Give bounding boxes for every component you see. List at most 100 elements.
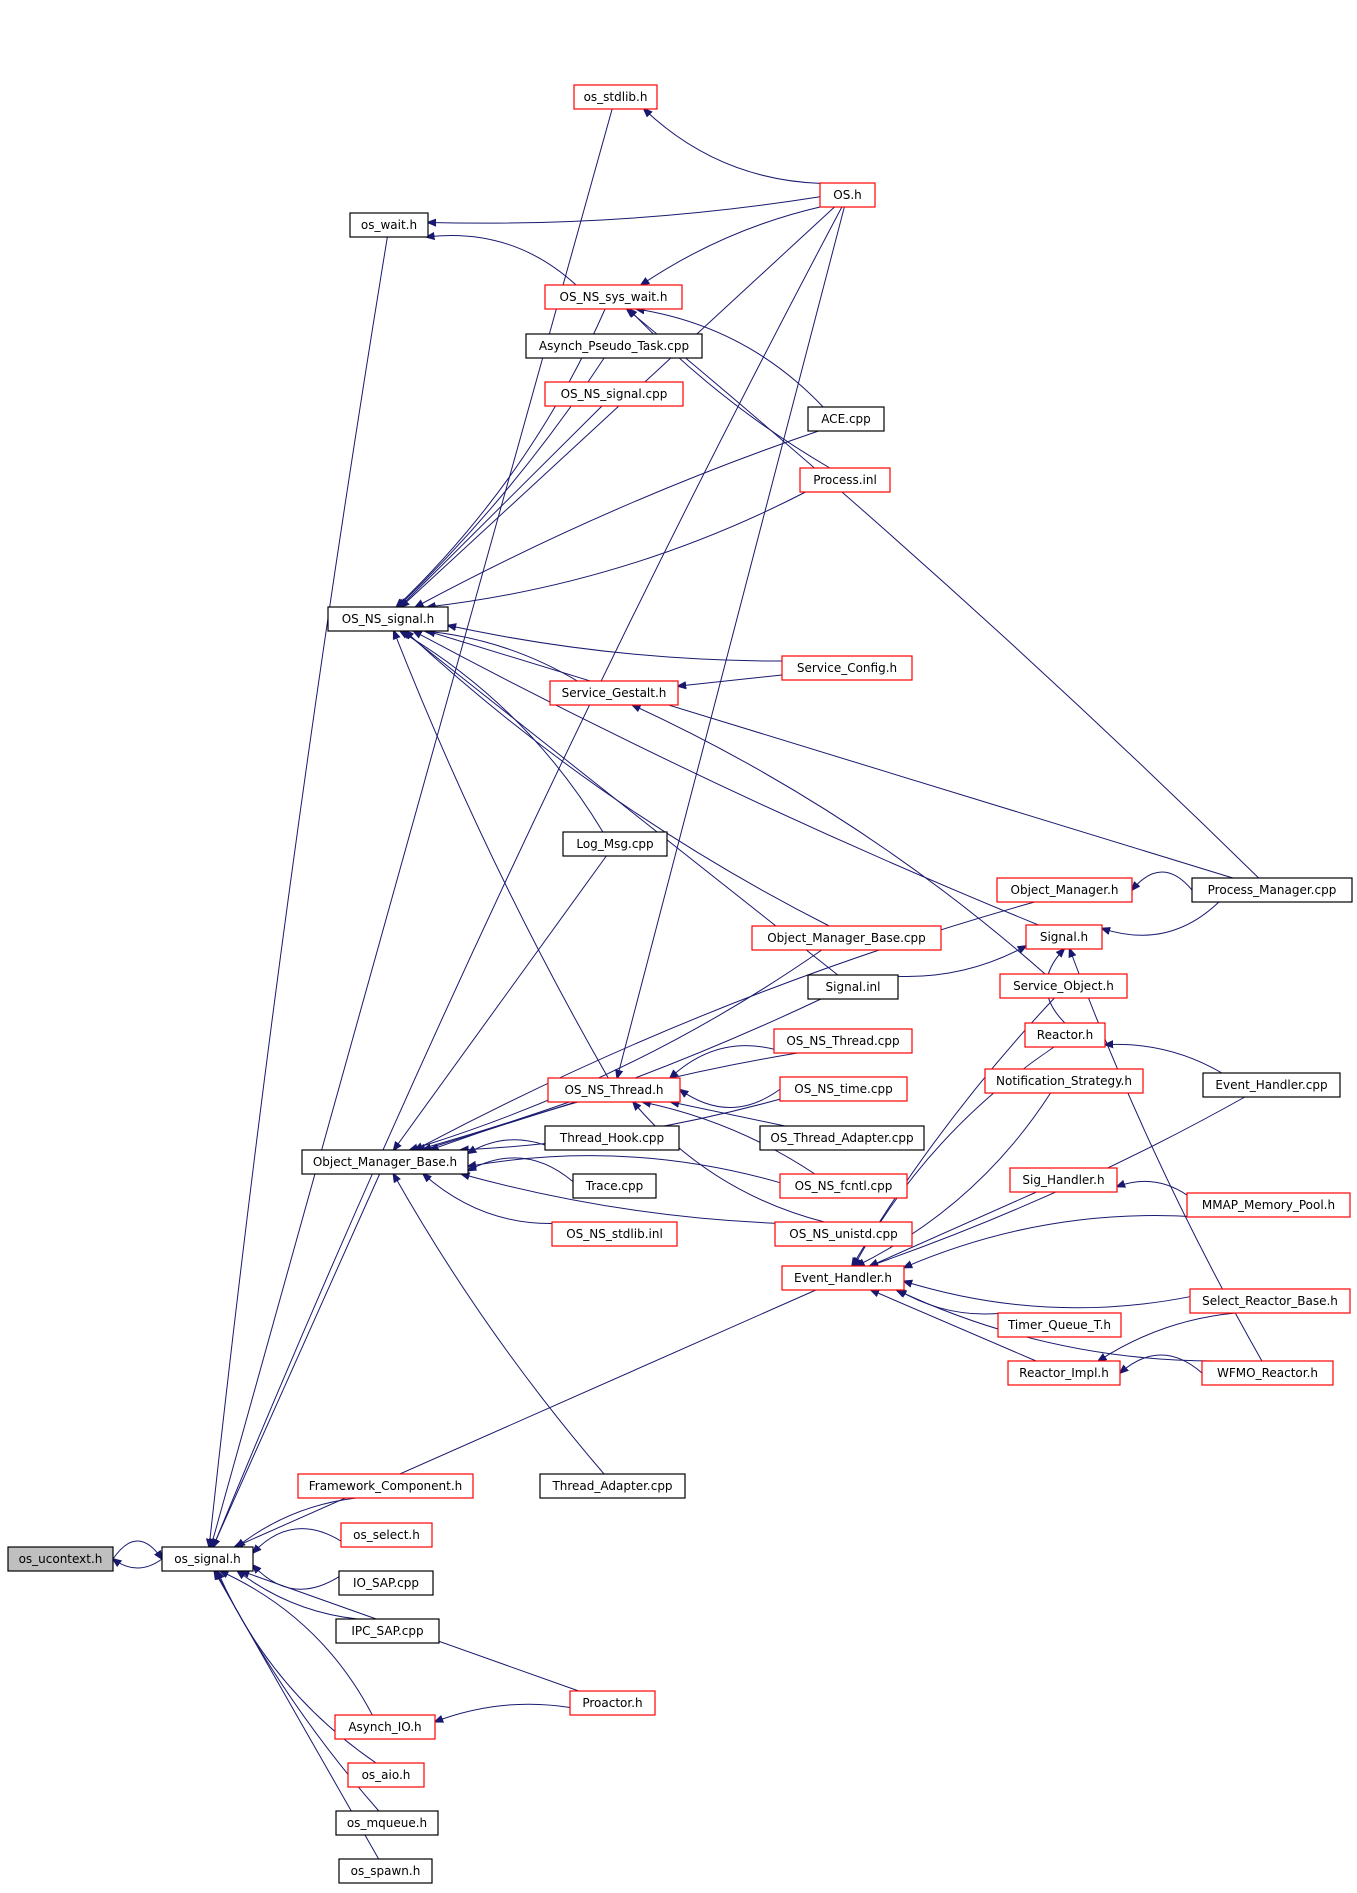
node-box: [807, 974, 899, 1000]
node-asynch-io[interactable]: Asynch_IO.h: [334, 1714, 436, 1740]
node-event-handler-h[interactable]: Event_Handler.h: [781, 1265, 905, 1291]
node-notification-strategy[interactable]: Notification_Strategy.h: [984, 1068, 1144, 1094]
node-label: Notification_Strategy.h: [996, 1074, 1132, 1088]
node-label: Process_Manager.cpp: [1208, 883, 1337, 897]
node-process-inl[interactable]: Process.inl: [799, 467, 891, 493]
node-object-manager-h[interactable]: Object_Manager.h: [996, 877, 1133, 903]
edge-Select_Reactor_Base-to-Reactor_Impl: [1098, 1312, 1236, 1361]
node-label: Object_Manager_Base.cpp: [767, 931, 926, 945]
node-os-spawn[interactable]: os_spawn.h: [338, 1858, 433, 1884]
edge-os_stdlib-to-os_signal: [211, 108, 613, 1547]
node-label: OS_NS_signal.h: [342, 612, 435, 626]
node-label: Thread_Hook.cpp: [559, 1131, 664, 1145]
node-label: Signal.h: [1040, 930, 1088, 944]
node-box: [301, 1149, 469, 1175]
node-os-mqueue[interactable]: os_mqueue.h: [335, 1810, 439, 1836]
node-os-ns-signal-cpp[interactable]: OS_NS_signal.cpp: [544, 381, 684, 407]
edge-Thread_Adapter-to-Object_Manager_Base_h: [393, 1174, 605, 1475]
node-thread-hook[interactable]: Thread_Hook.cpp: [544, 1125, 680, 1151]
node-os-ns-fcntl[interactable]: OS_NS_fcntl.cpp: [779, 1173, 908, 1199]
node-box: [340, 1522, 433, 1548]
node-ipc-sap[interactable]: IPC_SAP.cpp: [335, 1618, 440, 1644]
node-os-ns-time[interactable]: OS_NS_time.cpp: [779, 1076, 908, 1102]
node-os-ns-thread-cpp[interactable]: OS_NS_Thread.cpp: [773, 1028, 913, 1054]
node-object-manager-base-cpp[interactable]: Object_Manager_Base.cpp: [751, 925, 942, 951]
node-box: [807, 406, 885, 432]
node-framework-component[interactable]: Framework_Component.h: [297, 1473, 474, 1499]
node-box: [1201, 1360, 1334, 1386]
node-signal-h[interactable]: Signal.h: [1025, 924, 1103, 950]
node-service-object[interactable]: Service_Object.h: [999, 973, 1128, 999]
node-signal-inl[interactable]: Signal.inl: [807, 974, 899, 1000]
edge-Process_inl-to-OS_NS_signal_h: [427, 491, 806, 607]
edge-IO_SAP-to-os_signal: [253, 1565, 340, 1590]
node-box: [327, 606, 449, 632]
node-reactor-impl[interactable]: Reactor_Impl.h: [1007, 1360, 1121, 1386]
edge-Trace-to-Object_Manager_Base_h: [468, 1157, 574, 1183]
node-box: [297, 1473, 474, 1499]
edge-OS_NS_fcntl-to-OS_NS_Thread_h: [643, 1102, 816, 1175]
edge-Thread_Hook-to-Object_Manager_Base_h: [468, 1139, 546, 1153]
node-io-sap[interactable]: IO_SAP.cpp: [338, 1570, 434, 1596]
node-reactor[interactable]: Reactor.h: [1024, 1022, 1106, 1048]
node-label: Service_Gestalt.h: [562, 686, 667, 700]
node-box: [773, 1028, 913, 1054]
node-label: MMAP_Memory_Pool.h: [1202, 1198, 1335, 1212]
node-label: Reactor_Impl.h: [1019, 1366, 1109, 1380]
node-os-ucontext[interactable]: os_ucontext.h: [7, 1546, 114, 1572]
edge-Service_Config-to-Service_Gestalt: [678, 674, 783, 686]
node-box: [7, 1546, 114, 1572]
node-os-stdlib[interactable]: os_stdlib.h: [573, 84, 658, 110]
node-service-config[interactable]: Service_Config.h: [781, 655, 913, 681]
node-box: [1186, 1192, 1351, 1218]
file-nodes: os_ucontext.h os_signal.h os_stdlib.h os_wa…: [7, 84, 1353, 1884]
edge-Reactor_Impl-to-Event_Handler_h: [871, 1290, 1037, 1362]
edge-OS-to-os_wait: [428, 196, 821, 223]
edge-Signal_inl-to-Signal_h: [897, 946, 1026, 977]
node-sig-handler[interactable]: Sig_Handler.h: [1009, 1167, 1118, 1193]
node-process-manager[interactable]: Process_Manager.cpp: [1191, 877, 1353, 903]
edge-OS_NS_unistd-to-OS_NS_Thread_h: [633, 1102, 825, 1223]
node-os[interactable]: OS.h: [819, 182, 876, 208]
edge-OS_Thread_Adapter-to-OS_NS_Thread_h: [671, 1102, 786, 1127]
node-thread-adapter[interactable]: Thread_Adapter.cpp: [539, 1473, 686, 1499]
node-box: [779, 1173, 908, 1199]
node-ace-cpp[interactable]: ACE.cpp: [807, 406, 885, 432]
node-asynch-pseudo-task[interactable]: Asynch_Pseudo_Task.cpp: [525, 333, 703, 359]
node-os-ns-signal-h[interactable]: OS_NS_signal.h: [327, 606, 449, 632]
edge-WFMO_Reactor-to-Reactor_Impl: [1120, 1354, 1203, 1373]
node-timer-queue-t[interactable]: Timer_Queue_T.h: [997, 1312, 1122, 1338]
node-box: [1009, 1167, 1118, 1193]
node-wfmo-reactor[interactable]: WFMO_Reactor.h: [1201, 1360, 1334, 1386]
node-os-thread-adapter[interactable]: OS_Thread_Adapter.cpp: [759, 1125, 925, 1151]
node-os-signal[interactable]: os_signal.h: [161, 1546, 254, 1572]
node-service-gestalt[interactable]: Service_Gestalt.h: [549, 680, 679, 706]
node-label: OS_Thread_Adapter.cpp: [770, 1131, 913, 1145]
edge-Object_Manager_Base_cpp-to-OS_NS_signal_h: [405, 631, 830, 927]
node-os-ns-sys-wait[interactable]: OS_NS_sys_wait.h: [544, 284, 683, 310]
edge-Process_Manager-to-Signal_h: [1102, 901, 1220, 936]
node-event-handler-cpp[interactable]: Event_Handler.cpp: [1202, 1072, 1341, 1098]
node-proactor[interactable]: Proactor.h: [569, 1690, 656, 1716]
edge-OS_NS_Thread_cpp-to-OS_NS_Thread_h: [670, 1045, 788, 1078]
node-os-ns-stdlib-inl[interactable]: OS_NS_stdlib.inl: [551, 1221, 678, 1247]
edge-Asynch_IO-to-os_signal: [220, 1571, 373, 1716]
node-mmap-memory-pool[interactable]: MMAP_Memory_Pool.h: [1186, 1192, 1351, 1218]
edge-MMAP_Memory_Pool-to-Sig_Handler: [1117, 1181, 1188, 1196]
node-os-ns-unistd[interactable]: OS_NS_unistd.cpp: [774, 1221, 913, 1247]
node-box: [349, 212, 429, 238]
node-box: [525, 333, 703, 359]
node-os-wait[interactable]: os_wait.h: [349, 212, 429, 238]
node-object-manager-base-h[interactable]: Object_Manager_Base.h: [301, 1149, 469, 1175]
node-os-aio[interactable]: os_aio.h: [347, 1762, 425, 1788]
node-select-reactor-base[interactable]: Select_Reactor_Base.h: [1189, 1288, 1351, 1314]
node-log-msg[interactable]: Log_Msg.cpp: [562, 831, 668, 857]
node-label: Asynch_Pseudo_Task.cpp: [539, 339, 689, 353]
node-os-ns-thread-h[interactable]: OS_NS_Thread.h: [547, 1077, 681, 1103]
edge-Framework_Component-to-os_signal: [237, 1497, 357, 1547]
node-label: OS_NS_time.cpp: [794, 1082, 892, 1096]
node-trace[interactable]: Trace.cpp: [572, 1173, 657, 1199]
node-os-select[interactable]: os_select.h: [340, 1522, 433, 1548]
node-label: Proactor.h: [582, 1696, 642, 1710]
